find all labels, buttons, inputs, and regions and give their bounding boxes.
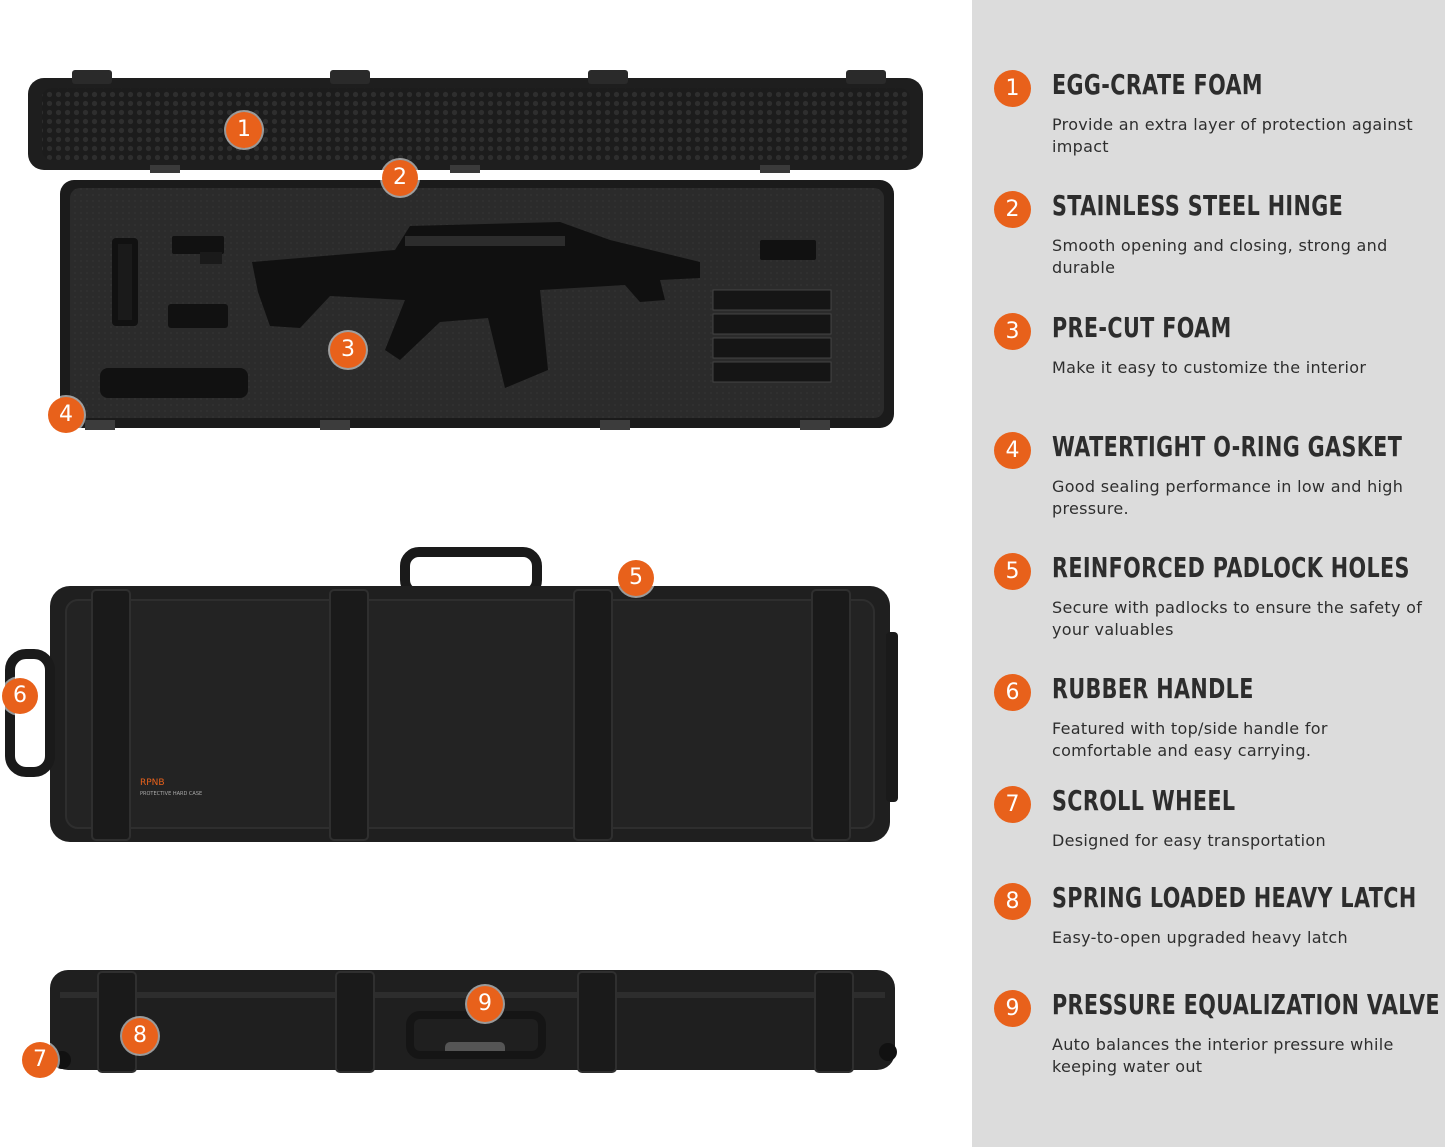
feature-number: 5 xyxy=(994,553,1031,590)
brand-logo-text: RPNB xyxy=(140,778,165,788)
closed-case-front: RPNB PROTECTIVE HARD CASE xyxy=(5,547,898,842)
product-image-area: RPNB PROTECTIVE HARD CASE 1 2 3 4 5 6 7 … xyxy=(2,70,923,1078)
brand-caption-text: PROTECTIVE HARD CASE xyxy=(140,791,202,797)
feature-title: PRESSURE EQUALIZATION VALVE xyxy=(1052,988,1440,1021)
marker-2: 2 xyxy=(382,160,418,196)
feature-number: 2 xyxy=(994,191,1031,228)
feature-description: Make it easy to customize the interior xyxy=(1052,358,1367,377)
feature-description: Easy-to-open upgraded heavy latch xyxy=(1052,928,1348,947)
feature-description: Good sealing performance in low and high… xyxy=(1052,477,1404,518)
marker-3: 3 xyxy=(330,332,366,368)
marker-7: 7 xyxy=(22,1042,58,1078)
feature-number: 9 xyxy=(994,990,1031,1027)
feature-title: STAINLESS STEEL HINGE xyxy=(1052,189,1344,222)
feature-description: Designed for easy transportation xyxy=(1052,831,1326,850)
feature-number: 8 xyxy=(994,883,1031,920)
feature-title: SCROLL WHEEL xyxy=(1052,784,1236,817)
feature-description: Provide an extra layer of protection aga… xyxy=(1052,115,1413,156)
feature-title: WATERTIGHT O-RING GASKET xyxy=(1052,430,1403,463)
closed-case-side xyxy=(50,970,897,1073)
feature-number: 1 xyxy=(994,70,1031,107)
feature-list-panel: 1 EGG-CRATE FOAM Provide an extra layer … xyxy=(972,0,1445,1147)
marker-8: 8 xyxy=(122,1018,158,1054)
case-illustration: RPNB PROTECTIVE HARD CASE xyxy=(5,70,923,1073)
open-case-base xyxy=(60,180,894,430)
feature-title: RUBBER HANDLE xyxy=(1052,672,1254,705)
feature-number: 7 xyxy=(994,786,1031,823)
feature-title: PRE-CUT FOAM xyxy=(1052,311,1232,344)
feature-description: Smooth opening and closing, strong and d… xyxy=(1052,236,1388,277)
marker-9: 9 xyxy=(467,986,503,1022)
marker-5: 5 xyxy=(618,560,654,596)
open-case-lid xyxy=(28,70,923,173)
feature-description: Featured with top/side handle for comfor… xyxy=(1052,719,1328,760)
marker-6: 6 xyxy=(2,678,38,714)
feature-number: 4 xyxy=(994,432,1031,469)
marker-4: 4 xyxy=(48,397,84,433)
feature-number: 3 xyxy=(994,313,1031,350)
feature-number: 6 xyxy=(994,674,1031,711)
marker-1: 1 xyxy=(226,112,262,148)
feature-title: SPRING LOADED HEAVY LATCH xyxy=(1052,881,1417,914)
feature-title: REINFORCED PADLOCK HOLES xyxy=(1052,551,1410,584)
feature-description: Auto balances the interior pressure whil… xyxy=(1052,1035,1394,1076)
feature-description: Secure with padlocks to ensure the safet… xyxy=(1052,598,1423,639)
feature-title: EGG-CRATE FOAM xyxy=(1052,68,1263,101)
